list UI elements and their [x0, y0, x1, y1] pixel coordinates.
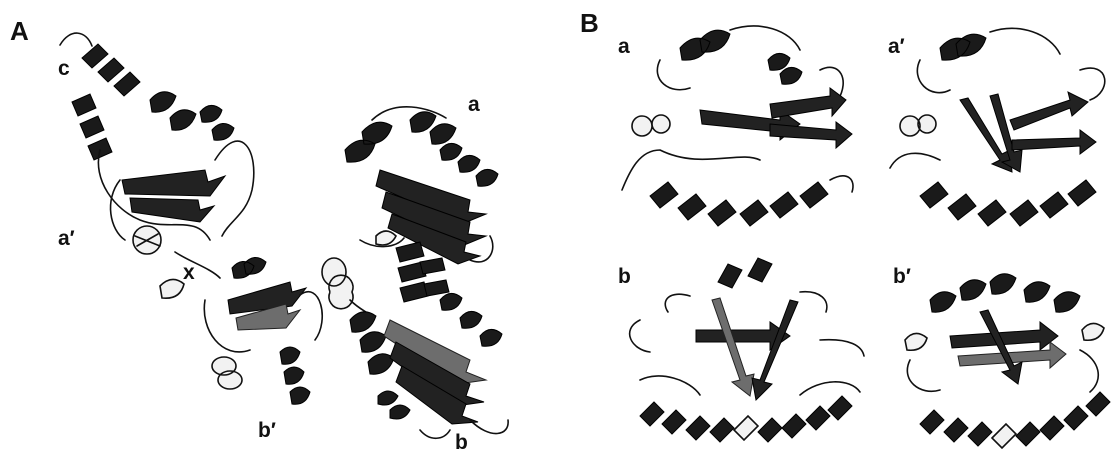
panel-a-linker-x: [160, 252, 220, 298]
panel-a-domain-c: [60, 33, 254, 254]
panel-b-domain-b: [630, 258, 864, 442]
panel-b-domain-b-prime: [905, 274, 1110, 448]
panel-a-domain-b: [350, 293, 508, 438]
panel-b-domain-a: [622, 26, 853, 226]
panel-a-domain-b-prime: [204, 257, 374, 404]
panel-b-domain-a-prime: [890, 28, 1105, 226]
panel-a-domain-a: [345, 107, 498, 264]
